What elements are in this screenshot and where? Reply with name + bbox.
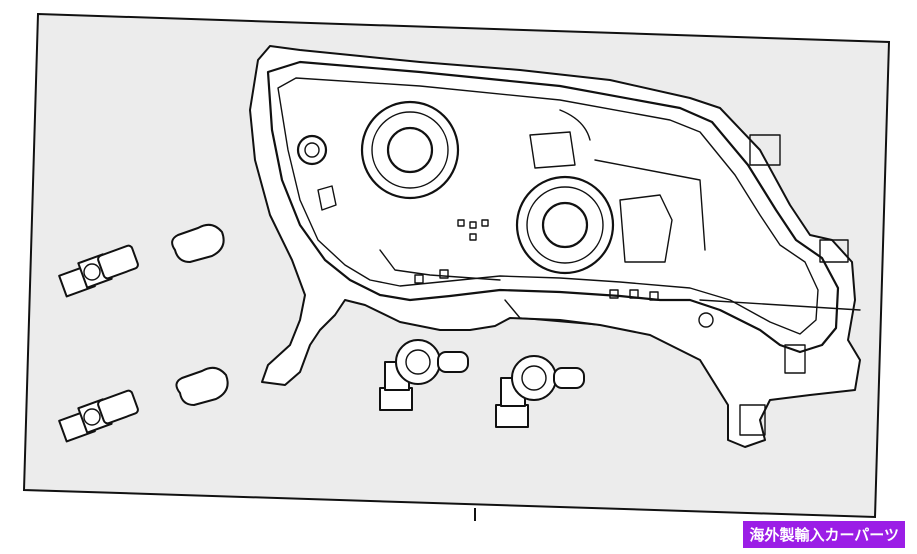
socket-lower-left[interactable] [58, 389, 139, 443]
bulb-lower-left[interactable] [175, 366, 229, 406]
bulb-upper-left[interactable] [171, 223, 225, 263]
shop-badge: 海外製輸入カーパーツ [743, 521, 905, 548]
headlamp-assembly[interactable] [249, 45, 861, 448]
socket-upper-left[interactable] [58, 244, 139, 298]
h-bulb-right[interactable] [495, 355, 585, 428]
h-bulb-center[interactable] [379, 339, 469, 411]
